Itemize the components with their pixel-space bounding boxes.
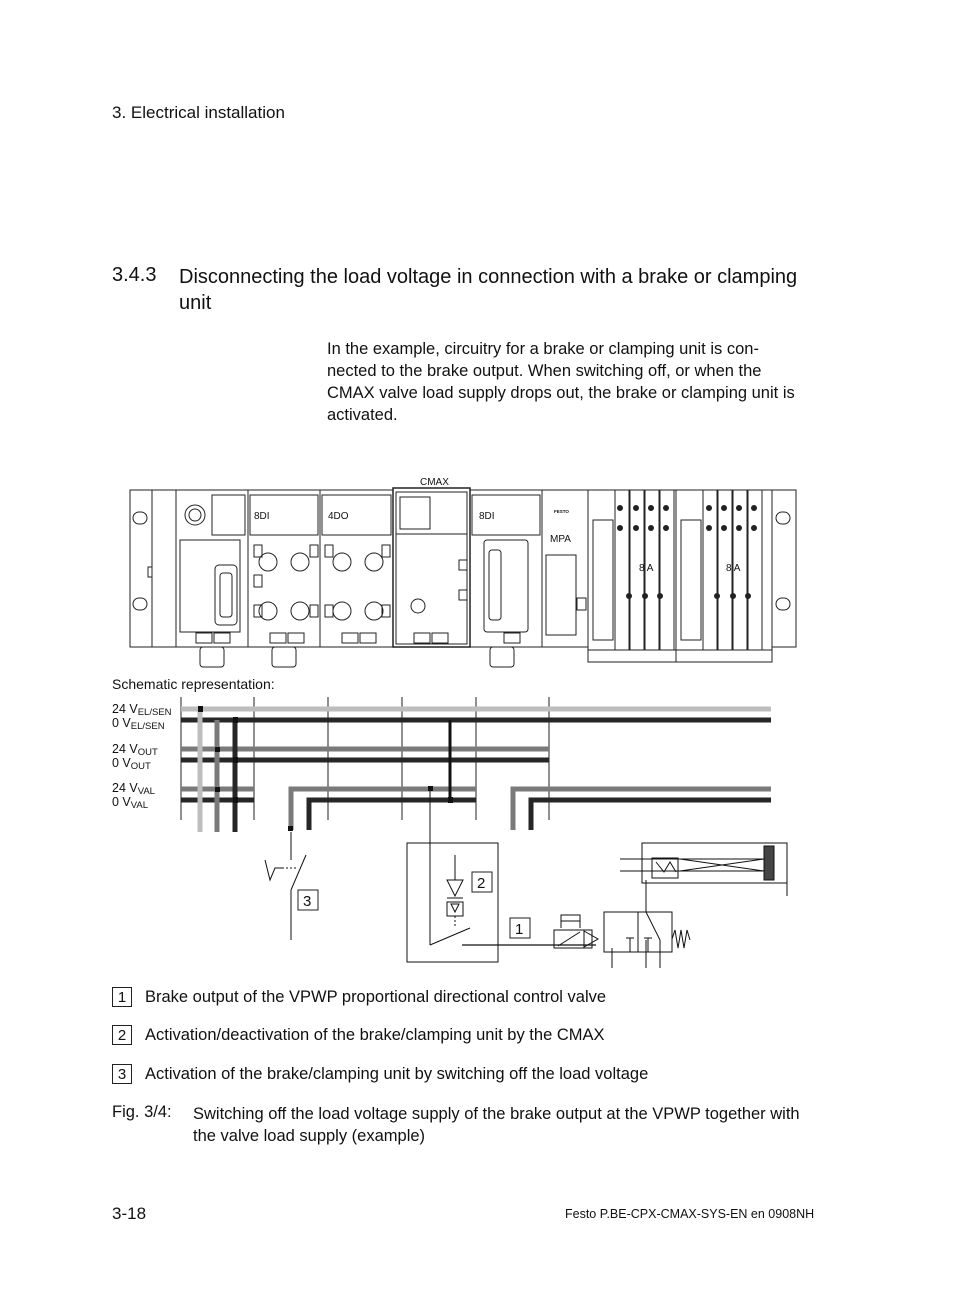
rail-label-0v-val: 0 VVAL (112, 795, 149, 811)
festo-logo: FESTO (554, 509, 569, 514)
rail-label-0v-out: 0 VOUT (112, 756, 151, 772)
module-label-8di: 8DI (254, 511, 270, 522)
callout-3: 3 (303, 893, 311, 910)
schematic-label: Schematic representation: (112, 676, 275, 692)
running-head: 3. Electrical installation (112, 103, 285, 122)
rail-label-24v-val: 24 VVAL (112, 781, 155, 797)
rail-label-24v-out: 24 VOUT (112, 742, 158, 758)
figure-label: Fig. 3/4: (112, 1103, 172, 1121)
rail-label-0v-el-sen: 0 VEL/SEN (112, 716, 165, 732)
cpx-terminal-drawing: CMAX 8DI 4DO 8DI MPA 8 A 8 A FESTO (129, 477, 797, 668)
intro-paragraph: In the example, circuitry for a brake or… (327, 340, 795, 424)
module-label-8di-2: 8DI (479, 511, 495, 522)
callout-1: 1 (515, 921, 523, 938)
module-label-mpa: MPA (550, 534, 571, 545)
section-number: 3.4.3 (112, 264, 157, 286)
legend-item-3: 3 Activation of the brake/clamping unit … (112, 1064, 648, 1084)
module-label-valves-2: 8 A (726, 563, 741, 574)
figure-caption: Switching off the load voltage supply of… (193, 1105, 800, 1145)
callout-2: 2 (477, 875, 485, 892)
document-id: Festo P.BE-CPX-CMAX-SYS-EN en 0908NH (565, 1207, 815, 1221)
legend-number: 1 (112, 987, 132, 1007)
legend-text: Activation of the brake/clamping unit by… (145, 1064, 649, 1083)
page-number: 3-18 (112, 1204, 147, 1223)
module-label-cmax: CMAX (420, 477, 449, 488)
legend-item-2: 2 Activation/deactivation of the brake/c… (112, 1025, 605, 1045)
section-title: Disconnecting the load voltage in connec… (179, 266, 798, 314)
legend-text: Activation/deactivation of the brake/cla… (145, 1025, 605, 1044)
legend-item-1: 1 Brake output of the VPWP proportional … (112, 987, 606, 1007)
legend-text: Brake output of the VPWP proportional di… (145, 987, 607, 1006)
legend-number: 3 (112, 1064, 132, 1084)
legend-number: 2 (112, 1025, 132, 1045)
module-label-4do: 4DO (328, 511, 349, 522)
module-label-valves-1: 8 A (639, 563, 654, 574)
schematic-diagram: 2 1 3 (180, 697, 788, 968)
rail-label-24v-el-sen: 24 VEL/SEN (112, 702, 172, 718)
